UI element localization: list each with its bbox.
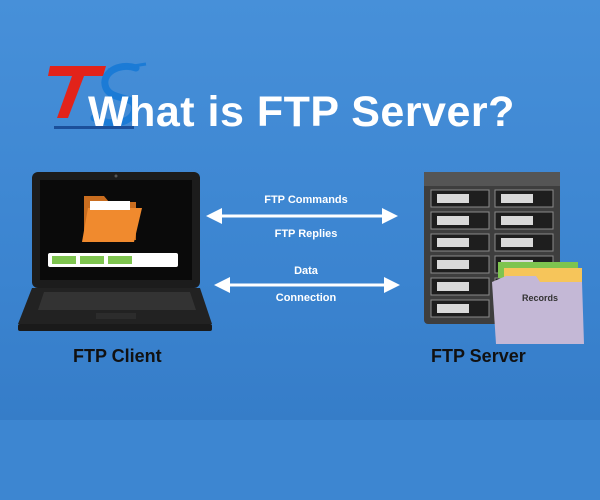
records-label: Records (522, 293, 559, 303)
server-drive-panel (437, 304, 469, 313)
connection-label: Connection (275, 292, 337, 304)
company-logo (48, 62, 147, 129)
progress-bar (48, 253, 178, 267)
ftp-client-label: FTP Client (73, 346, 162, 366)
ftp-commands-label: FTP Commands (264, 194, 348, 206)
laptop-icon (18, 172, 212, 331)
server-drive-panel (501, 194, 533, 203)
ftp-replies-label: FTP Replies (274, 228, 338, 240)
server-drive-panel (501, 238, 533, 247)
ftp-server-label: FTP Server (431, 346, 526, 366)
server-drive-panel (437, 260, 469, 269)
data-connection-arrow (214, 277, 400, 293)
server-drive-panel (437, 238, 469, 247)
server-drive-panel (501, 216, 533, 225)
bottom-band (0, 420, 600, 500)
folder-icon (82, 196, 142, 242)
data-label: Data (294, 265, 318, 277)
page-title: What is FTP Server? (88, 88, 515, 136)
commands-replies-arrow (206, 208, 398, 224)
records-folder-icon (492, 262, 584, 344)
server-drive-panel (437, 282, 469, 291)
server-drive-panel (437, 194, 469, 203)
server-drive-panel (437, 216, 469, 225)
